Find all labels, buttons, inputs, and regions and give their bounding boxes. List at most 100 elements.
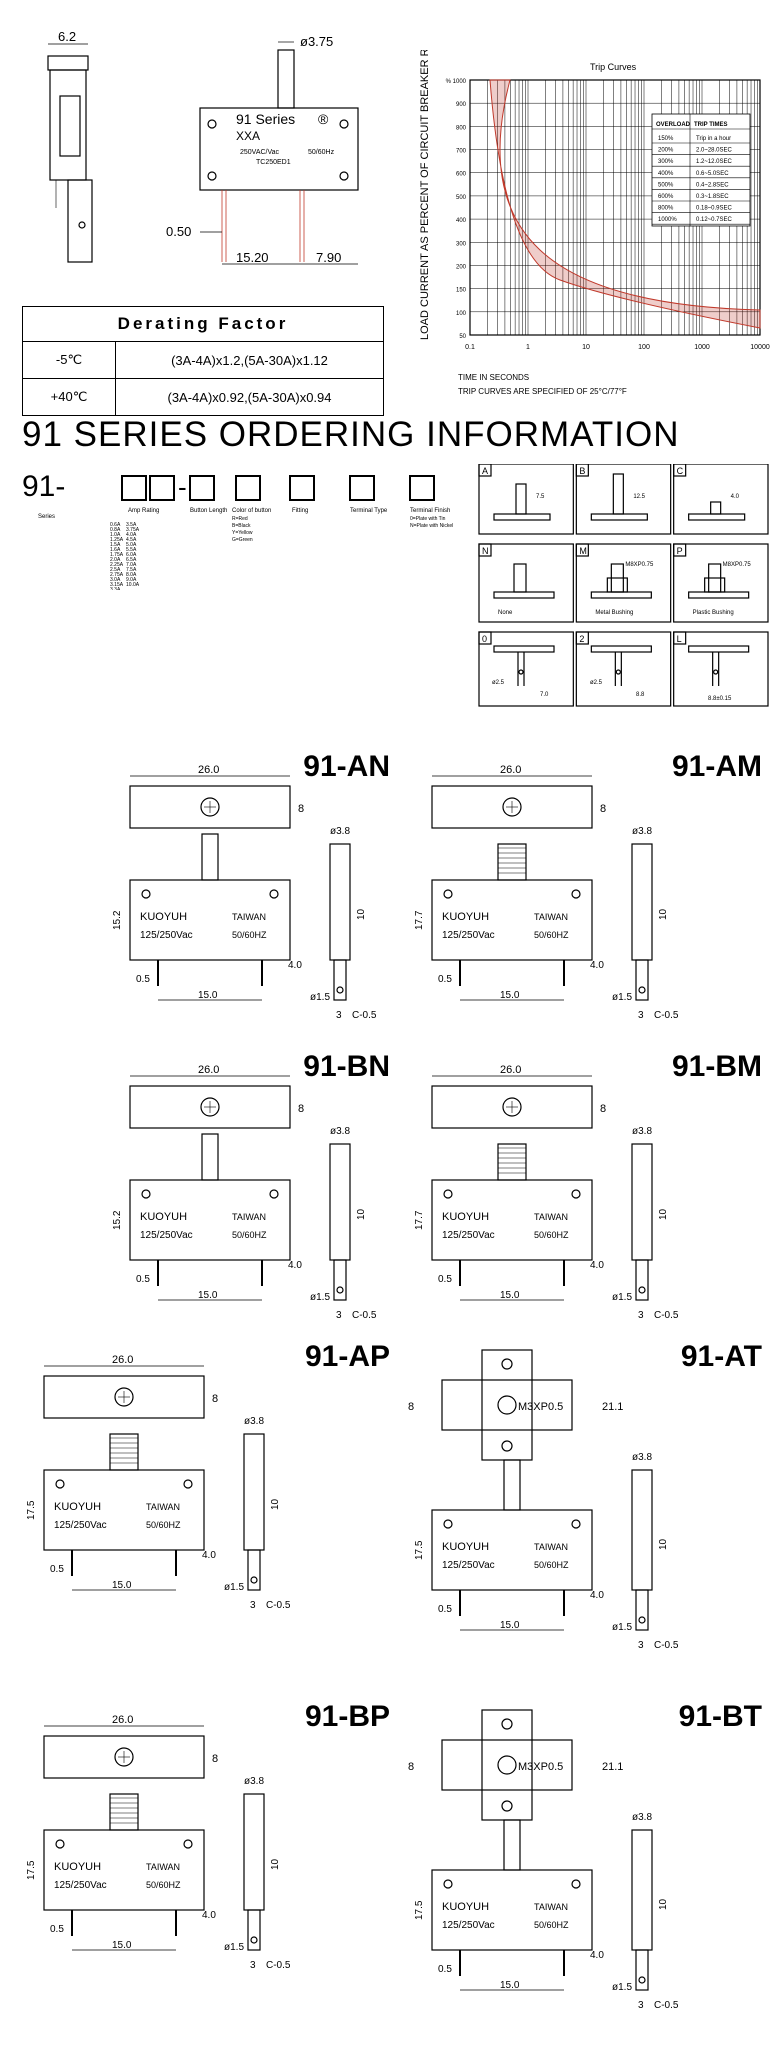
derating-table: Derating Factor -5℃ (3A-4A)x1.2,(5A-30A)… [22, 306, 384, 416]
derating-factor: (3A-4A)x1.2,(5A-30A)x1.12 [115, 341, 384, 379]
pin-dia: ø1.5 [224, 1942, 244, 1953]
dim-offset: 4.0 [288, 1260, 302, 1271]
body-brand: KUOYUH [442, 1211, 489, 1223]
body-rating: 125/250Vac [140, 930, 193, 941]
trip-table-cell: 200% [658, 148, 674, 154]
fitting-thread: M8XP0.75 [723, 562, 752, 568]
body-freq: 50/60HZ [534, 1230, 569, 1240]
color-value: R=Red [232, 516, 248, 522]
body-rating: 125/250Vac [54, 1520, 107, 1531]
label-button-length: Button Length [190, 508, 227, 514]
x-tick-label: 10 [582, 344, 590, 351]
terminal-dim: ø2.5 [590, 680, 603, 686]
chamfer: C-0.5 [654, 1310, 679, 1321]
side-dia: ø3.8 [632, 1452, 652, 1463]
side-dia: ø3.8 [330, 826, 350, 837]
y-tick-label: 150 [456, 288, 467, 294]
dim-dia: ø3.75 [300, 34, 333, 49]
pin-dia: ø1.5 [612, 1982, 632, 1993]
model-code: 91-BM [672, 1050, 762, 1083]
trip-chart-note: TRIP CURVES ARE SPECIFIED OF 25°C/77°F [458, 387, 627, 396]
side-dia: ø3.8 [244, 1416, 264, 1427]
body-rating: 125/250Vac [442, 1230, 495, 1241]
color-value: G=Green [232, 537, 253, 543]
body-freq: 50/60HZ [232, 1230, 267, 1240]
body-country: TAIWAN [534, 1542, 568, 1552]
amp-value: 6.5A [126, 557, 137, 563]
amp-rating-list: 0.6A0.8A1.0A1.25A1.5A1.6A1.75A2.0A2.25A2… [110, 522, 140, 590]
body-brand: KUOYUH [442, 911, 489, 923]
side-dim: 10 [356, 1208, 367, 1220]
amp-value: 1.25A [110, 537, 124, 543]
trip-table-cell: 1.2~12.0SEC [696, 159, 733, 165]
dim-height: 15.2 [112, 1210, 123, 1230]
dim-depth: 8 [298, 803, 304, 815]
body-country: TAIWAN [534, 912, 568, 922]
button-dim: 4.0 [731, 494, 740, 500]
chamfer: C-0.5 [654, 1010, 679, 1021]
body-rating: 125/250Vac [442, 1920, 495, 1931]
label-amp: Amp Rating [128, 508, 159, 514]
model-code: 91-AN [303, 750, 390, 783]
x-tick-label: 1 [526, 344, 530, 351]
side-dia: ø3.8 [244, 1776, 264, 1787]
base-dim: 3 [250, 1600, 256, 1611]
trip-table-cell: 500% [658, 182, 674, 188]
trip-table-cell: 0.4~2.8SEC [696, 182, 729, 188]
dim-pitch: 15.0 [500, 1620, 520, 1631]
trip-table-cell: 800% [658, 206, 674, 212]
dim: 21.1 [602, 1401, 623, 1413]
body-rating: 125/250Vac [442, 1560, 495, 1571]
dim-offset: 4.0 [590, 1950, 604, 1961]
option-box [575, 631, 672, 707]
amp-value: 3.15A [110, 582, 124, 588]
dim-pitch: 15.0 [500, 1290, 520, 1301]
trip-table-cell: 600% [658, 194, 674, 200]
body-country: TAIWAN [146, 1862, 180, 1872]
label-terminal-finish: Terminal Finish [410, 508, 450, 514]
body-small-3: TC250ED1 [256, 159, 291, 166]
option-box [673, 543, 769, 623]
dim: 8 [408, 1761, 414, 1773]
chamfer: C-0.5 [352, 1310, 377, 1321]
label-color: Color of button [232, 508, 271, 514]
option-box [575, 464, 672, 535]
pin-dia: ø1.5 [224, 1582, 244, 1593]
derating-temp: +40℃ [22, 378, 116, 416]
model-code: 91-AP [305, 1340, 390, 1373]
dim-offset: 4.0 [590, 1590, 604, 1601]
amp-value: 3.5A [126, 522, 137, 528]
dim-width: 26.0 [198, 764, 219, 776]
dim-pin: 0.5 [438, 974, 452, 985]
option-letter: L [677, 634, 682, 644]
terminal-dim: ø2.5 [492, 680, 505, 686]
ordering-prefix: 91- [22, 470, 65, 503]
amp-value: 5.5A [126, 547, 137, 553]
option-letter: B [579, 466, 585, 476]
dim-width: 26.0 [500, 764, 521, 776]
pin-dia: ø1.5 [310, 992, 330, 1003]
dim-offset: 4.0 [288, 960, 302, 971]
amp-value: 2.75A [110, 572, 124, 578]
trip-curves-chart: Trip Curves LOAD CURRENT AS PERCENT OF C… [419, 50, 770, 396]
finish-value: 0=Plate with Tin [410, 516, 446, 522]
y-tick-label: 500 [456, 195, 467, 201]
body-country: TAIWAN [534, 1212, 568, 1222]
ordering-dash: - [178, 472, 187, 502]
y-tick-label: % 1000 [446, 79, 467, 85]
base-dim: 3 [336, 1310, 342, 1321]
amp-value: 5.0A [126, 542, 137, 548]
terminal-dim: 7.0 [540, 692, 549, 698]
y-tick-label: 700 [456, 149, 467, 155]
chamfer: C-0.5 [654, 1640, 679, 1651]
option-box [478, 631, 574, 707]
y-tick-label: 300 [456, 241, 467, 247]
amp-value: 3.0A [110, 577, 121, 583]
option-letter: 0 [482, 634, 487, 644]
